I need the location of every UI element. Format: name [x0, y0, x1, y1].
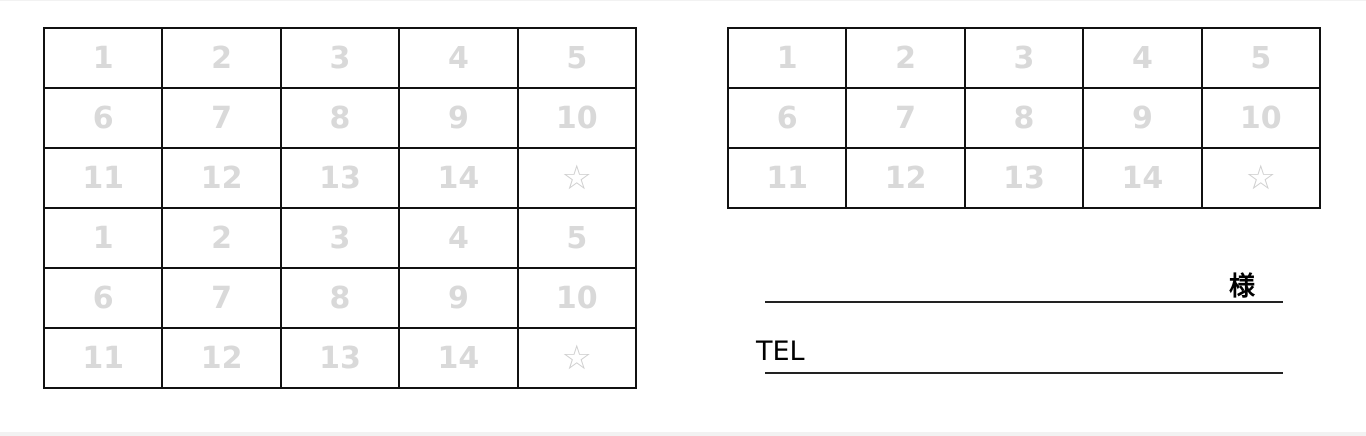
stamp-cell[interactable]: 1: [45, 29, 164, 89]
stamp-cell[interactable]: 13: [281, 329, 401, 389]
name-line[interactable]: [765, 301, 1283, 303]
stamp-cell[interactable]: 3: [281, 209, 401, 269]
stamp-cell[interactable]: 14: [1084, 149, 1203, 209]
stamp-cell[interactable]: 10: [518, 269, 637, 329]
stamp-cell[interactable]: 6: [729, 89, 848, 149]
stamp-cell[interactable]: 1: [729, 29, 848, 89]
stamp-cell[interactable]: 9: [400, 89, 519, 149]
stamp-cell[interactable]: 8: [281, 89, 401, 149]
stamp-cell[interactable]: 8: [281, 269, 401, 329]
stamp-cell[interactable]: 8: [965, 89, 1085, 149]
stamp-cell-star[interactable]: ☆: [518, 149, 637, 209]
stamp-cell-star[interactable]: ☆: [518, 329, 637, 389]
tel-label: TEL: [756, 336, 805, 367]
stamp-cell[interactable]: 11: [45, 149, 164, 209]
stamp-cell[interactable]: 3: [281, 29, 401, 89]
name-suffix: 様: [1229, 272, 1256, 302]
top-edge: [0, 0, 1366, 1]
stamp-cell[interactable]: 6: [45, 89, 164, 149]
stamp-cell[interactable]: 13: [281, 149, 401, 209]
stamp-cell[interactable]: 7: [847, 89, 966, 149]
stamp-cell[interactable]: 13: [965, 149, 1085, 209]
stamp-cell[interactable]: 5: [518, 209, 637, 269]
stamp-cell[interactable]: 11: [45, 329, 164, 389]
stamp-cell[interactable]: 9: [400, 269, 519, 329]
stamp-cell[interactable]: 1: [45, 209, 164, 269]
stamp-cell[interactable]: 6: [45, 269, 164, 329]
stamp-cell[interactable]: 4: [400, 209, 519, 269]
bottom-edge: [0, 432, 1366, 436]
stamp-cell[interactable]: 2: [847, 29, 966, 89]
stamp-cell[interactable]: 12: [163, 149, 282, 209]
stamp-cell[interactable]: 2: [163, 29, 282, 89]
stamp-cell[interactable]: 5: [518, 29, 637, 89]
stamp-cell[interactable]: 14: [400, 329, 519, 389]
stamp-cell[interactable]: 4: [400, 29, 519, 89]
stamp-cell[interactable]: 3: [965, 29, 1085, 89]
stamp-cell[interactable]: 7: [163, 89, 282, 149]
stamp-cell[interactable]: 5: [1202, 29, 1321, 89]
stamp-cell[interactable]: 10: [1202, 89, 1321, 149]
stamp-cell[interactable]: 4: [1084, 29, 1203, 89]
stamp-cell[interactable]: 2: [163, 209, 282, 269]
tel-line[interactable]: [765, 372, 1283, 374]
stamp-cell[interactable]: 14: [400, 149, 519, 209]
stamp-cell[interactable]: 12: [847, 149, 966, 209]
stamp-cell[interactable]: 11: [729, 149, 848, 209]
stamp-cell[interactable]: 9: [1084, 89, 1203, 149]
stamp-cell-star[interactable]: ☆: [1202, 149, 1321, 209]
stamp-cell[interactable]: 12: [163, 329, 282, 389]
stamp-cell[interactable]: 10: [518, 89, 637, 149]
stamp-cell[interactable]: 7: [163, 269, 282, 329]
